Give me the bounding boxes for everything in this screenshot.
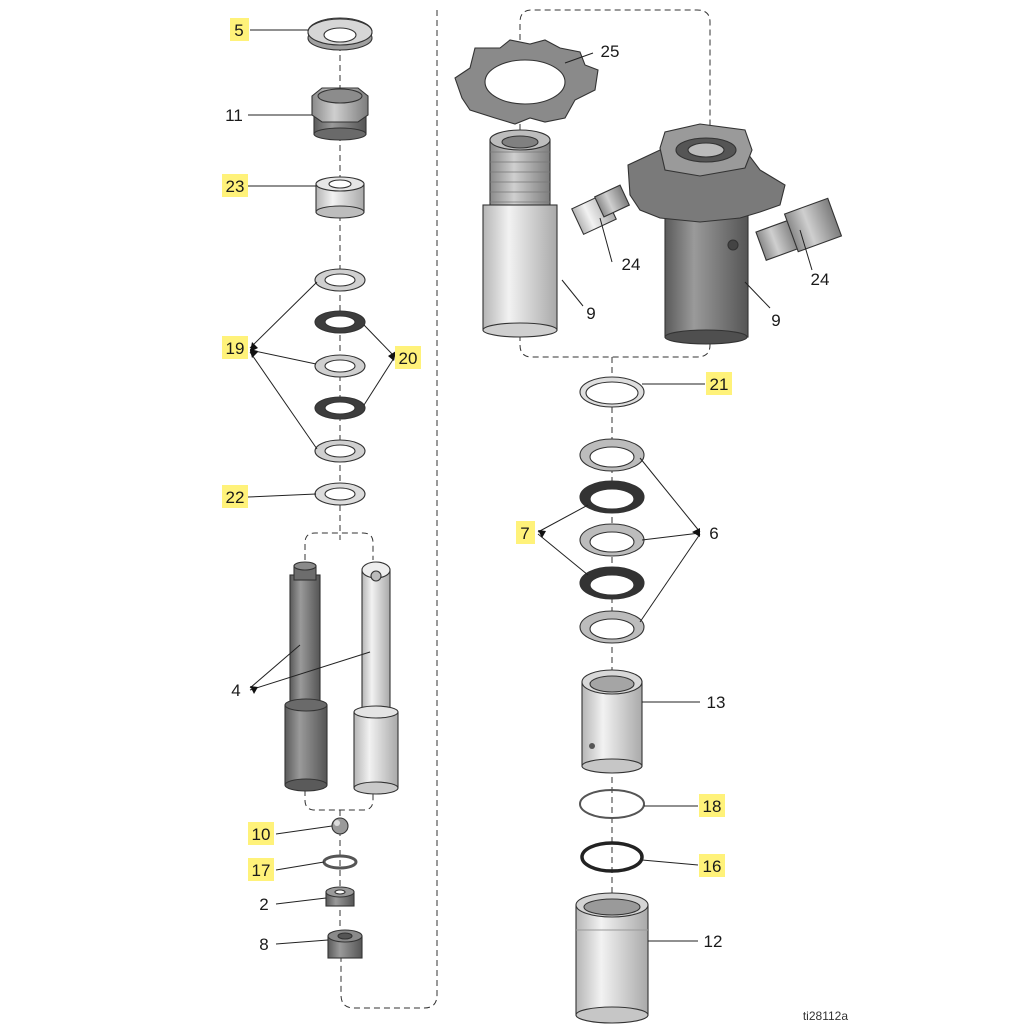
label-6: 6	[709, 524, 718, 543]
label-11: 11	[225, 106, 243, 125]
label-24-left: 24	[622, 255, 641, 274]
part-2-seat	[325, 886, 355, 907]
label-19: 19	[226, 339, 245, 358]
label-8: 8	[259, 935, 268, 954]
part-13-sleeve	[581, 669, 643, 774]
part-8-housing	[327, 929, 363, 959]
part-25-nut-plate	[454, 39, 599, 125]
label-22: 22	[226, 488, 245, 507]
label-20: 20	[399, 349, 418, 368]
label-9-right: 9	[771, 311, 780, 330]
part-11-nut	[311, 87, 369, 141]
part-22-ring	[314, 482, 366, 506]
part-4-rod-light	[353, 561, 399, 795]
label-12: 12	[704, 932, 723, 951]
label-2: 2	[259, 895, 268, 914]
part-4-rod-dark	[284, 561, 328, 792]
part-18-ring	[579, 789, 645, 819]
part-9-cylinder-light	[482, 129, 558, 338]
label-23: 23	[226, 177, 245, 196]
leader-lines	[247, 29, 813, 945]
leader-arrowheads	[250, 342, 700, 694]
part-labels: 5 11 23 19 20 22 4 10 17 2 8 25 24 24 9 …	[225, 21, 829, 954]
label-highlights	[222, 18, 732, 881]
part-7-packing-dark	[579, 480, 645, 600]
label-24-right: 24	[811, 270, 830, 289]
part-21-ring	[579, 376, 645, 408]
part-24-fitting-b	[755, 197, 843, 261]
part-20-packing-dark	[314, 310, 366, 420]
label-5: 5	[234, 21, 243, 40]
part-10-ball	[331, 817, 349, 835]
label-7: 7	[520, 524, 529, 543]
label-21: 21	[710, 375, 729, 394]
part-23-bushing	[315, 176, 365, 219]
label-4: 4	[231, 681, 240, 700]
label-17: 17	[252, 861, 271, 880]
part-24-fitting-a	[571, 184, 631, 236]
part-19-packing-light	[314, 268, 366, 463]
part-16-ring	[580, 841, 644, 873]
label-10: 10	[252, 825, 271, 844]
label-16: 16	[703, 857, 722, 876]
part-12-cylinder	[575, 892, 649, 1024]
label-9-left: 9	[586, 304, 595, 323]
part-6-packing-light	[579, 438, 645, 644]
label-18: 18	[703, 797, 722, 816]
label-25: 25	[601, 42, 620, 61]
figure-id: ti28112a	[803, 1009, 848, 1023]
label-13: 13	[707, 693, 726, 712]
part-5-ring	[307, 17, 373, 51]
part-9-cylinder-dark	[627, 123, 786, 345]
